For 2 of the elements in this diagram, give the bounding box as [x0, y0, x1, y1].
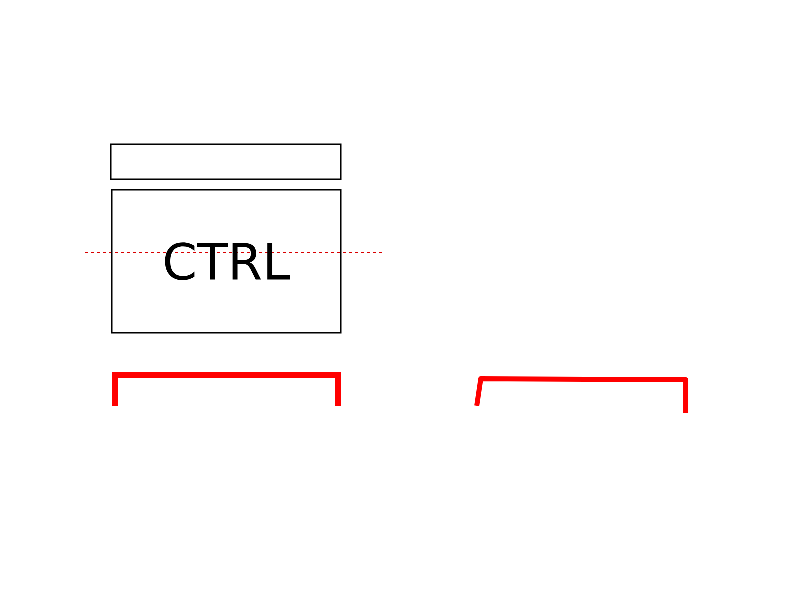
text-box: CTRL — [111, 189, 342, 334]
empty-box — [110, 144, 342, 180]
